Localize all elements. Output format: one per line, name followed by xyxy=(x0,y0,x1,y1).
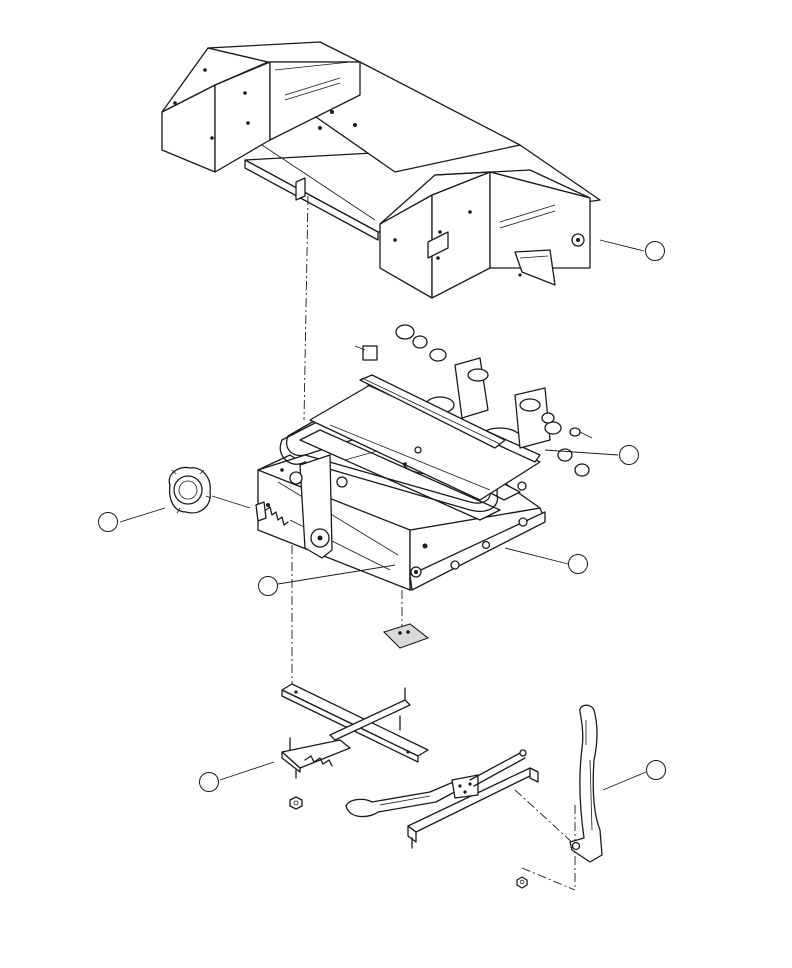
callout-3 xyxy=(568,554,588,574)
side-strap xyxy=(569,704,603,863)
suspension-mechanism xyxy=(257,324,593,591)
alignment-lines xyxy=(291,195,576,891)
callout-2 xyxy=(619,445,639,465)
adjustment-knob xyxy=(168,466,289,526)
callout-5 xyxy=(258,576,278,596)
nuts xyxy=(289,796,528,889)
lower-frame xyxy=(281,683,539,849)
pad xyxy=(382,623,430,649)
bushing-set xyxy=(354,324,593,477)
callout-1 xyxy=(645,241,665,261)
leader-lines xyxy=(119,239,647,791)
nut-icon xyxy=(289,796,303,810)
callout-7 xyxy=(646,760,666,780)
callout-6 xyxy=(199,772,219,792)
mounting-base xyxy=(161,41,601,299)
callout-4 xyxy=(98,512,118,532)
nut-icon xyxy=(516,876,528,889)
